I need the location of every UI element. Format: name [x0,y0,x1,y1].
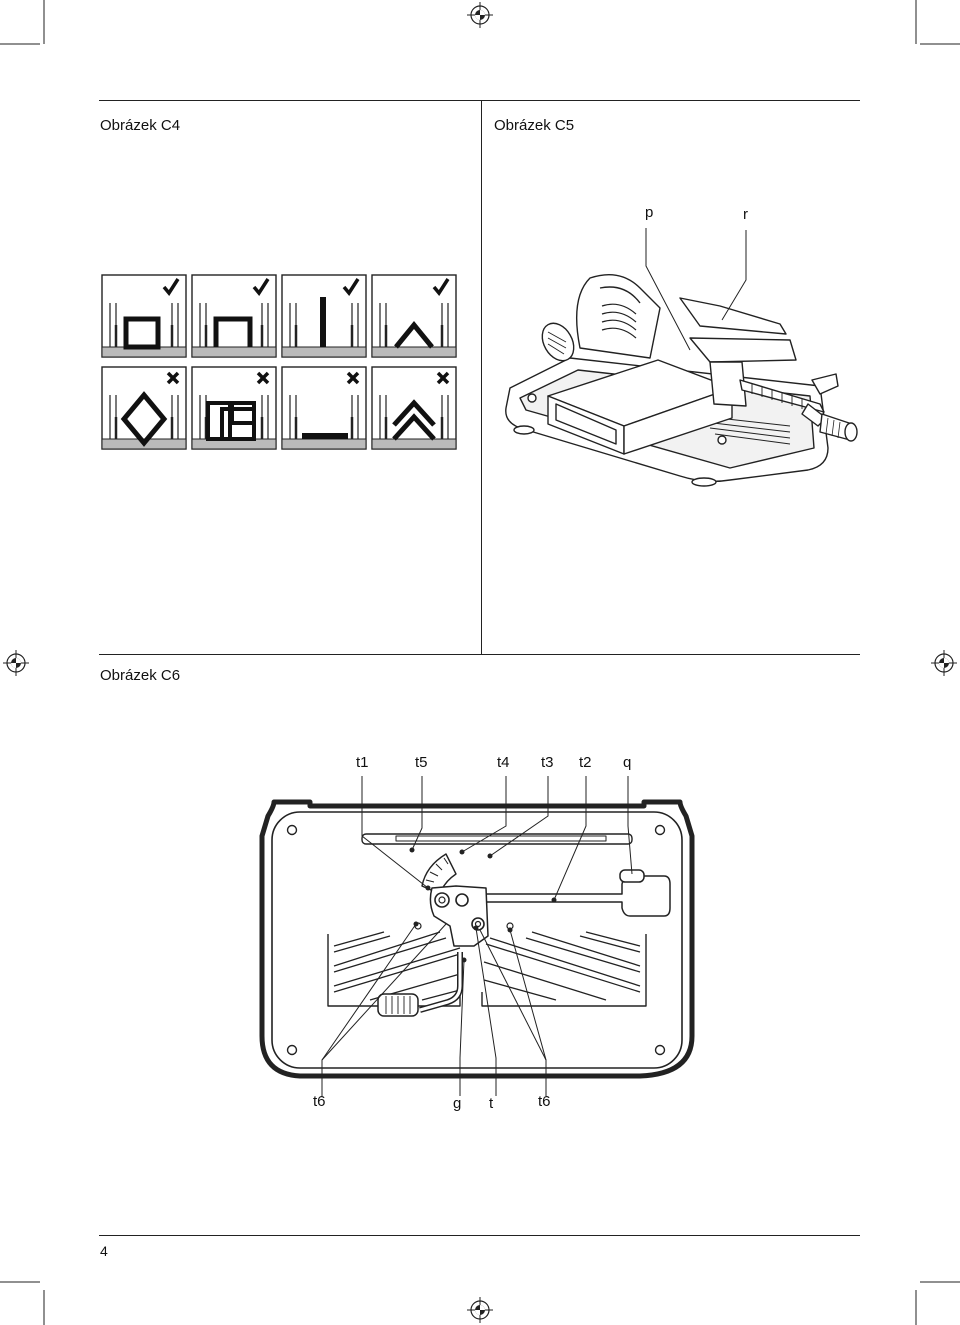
figure-c5-saw-illustration [505,228,858,487]
checkmark-icon [342,278,360,296]
correct-clamp-2 [190,273,278,359]
incorrect-clamp-4 [370,365,458,451]
correct-clamp-3 [280,273,368,359]
label-q: q [623,754,632,771]
label-t5: t5 [415,754,428,771]
incorrect-clamp-1 [100,365,188,451]
label-t3: t3 [541,754,554,771]
figure-c6-caption: Obrázek C6 [100,667,181,684]
incorrect-clamp-3 [280,365,368,451]
figure-c5-caption: Obrázek C5 [494,117,575,134]
cross-icon [166,371,180,385]
page-number: 4 [100,1243,108,1259]
registration-mark-icon [3,650,29,676]
label-g: g [453,1095,462,1112]
column-divider [481,100,482,654]
figure-c6-bottom-view [259,776,695,1096]
checkmark-icon [162,278,180,296]
label-t6-left: t6 [313,1093,326,1110]
correct-clamp-4 [370,273,458,359]
cross-icon [256,371,270,385]
label-t1: t1 [356,754,369,771]
figure-c4-caption: Obrázek C4 [100,117,181,134]
footer-divider [99,1235,860,1236]
label-r: r [743,206,748,223]
registration-mark-icon [467,2,493,28]
label-t4: t4 [497,754,510,771]
checkmark-icon [432,278,450,296]
label-p: p [645,204,654,221]
label-t: t [489,1095,494,1112]
top-divider [99,100,860,101]
correct-clamp-1 [100,273,188,359]
middle-divider [99,654,860,655]
checkmark-icon [252,278,270,296]
incorrect-clamp-2 [190,365,278,451]
registration-mark-icon [467,1297,493,1323]
label-t6-right: t6 [538,1093,551,1110]
label-t2: t2 [579,754,592,771]
figure-c4-clamping-grid [100,273,458,451]
cross-icon [436,371,450,385]
cross-icon [346,371,360,385]
registration-mark-icon [931,650,957,676]
